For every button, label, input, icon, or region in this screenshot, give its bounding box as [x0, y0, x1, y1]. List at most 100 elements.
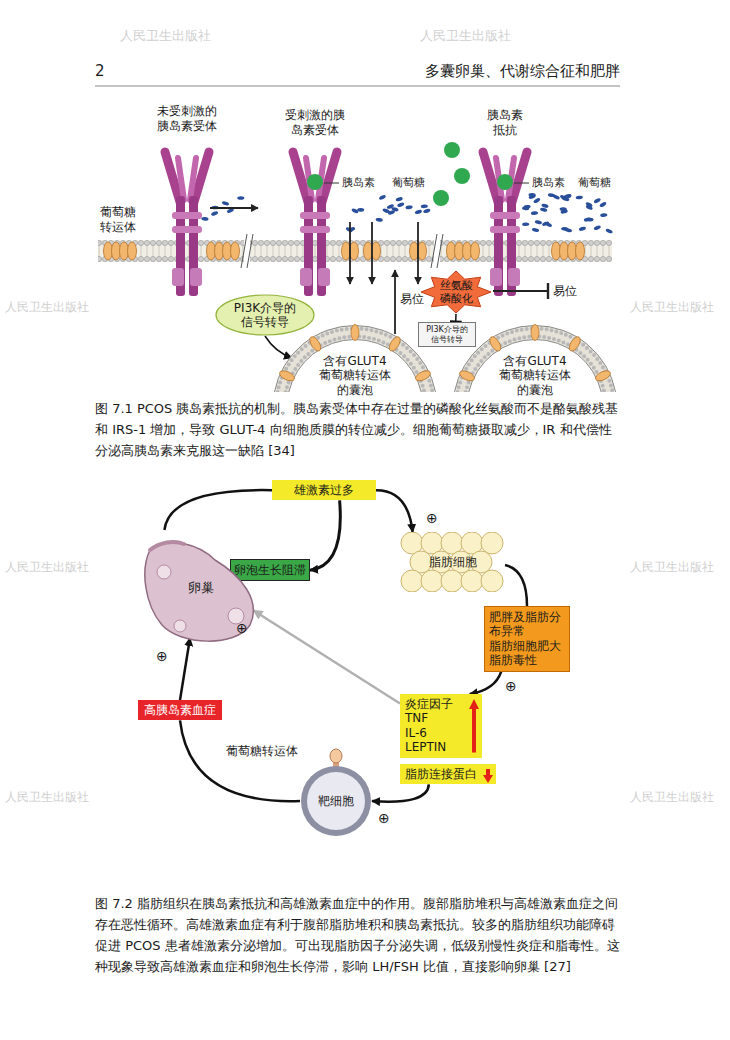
figure-path [150, 542, 184, 550]
process-label: 易位 [553, 284, 577, 299]
figure-line [514, 183, 529, 184]
adipocytes: 脂肪细胞 [400, 532, 505, 592]
figure-use [463, 242, 480, 260]
figure-ellipse [414, 369, 432, 383]
figure-circle [307, 772, 365, 830]
figure-use [165, 152, 209, 296]
plus-sign: ⊕ [156, 648, 168, 666]
figure-ellipse [211, 211, 219, 217]
node-text: LEPTIN [405, 740, 446, 754]
figure-ellipse [535, 220, 543, 225]
figure-rect [434, 234, 440, 268]
figure-ellipse [564, 194, 572, 199]
figure-ellipse [594, 369, 612, 383]
figure-caption: 图 7.1 PCOS 胰岛素抵抗的机制。胰岛素受体中存在过量的磷酸化丝氨酸而不是… [95, 398, 620, 461]
node-text: 脂肪细胞 [429, 555, 477, 569]
figure-ellipse [278, 369, 296, 383]
figure-ellipse [533, 197, 541, 204]
node-text: 脂肪细胞肥大 [489, 639, 565, 653]
node-text: PI3K介导的信号转导 [424, 325, 470, 344]
watermark: 人民卫生出版社 [5, 560, 89, 575]
figure-ellipse [565, 228, 573, 233]
figure-ellipse [330, 749, 342, 763]
figure-ellipse [548, 193, 556, 197]
figure-use [207, 242, 224, 260]
node-text: 肥胖及脂肪分布异常 [489, 610, 565, 639]
figure-ellipse [458, 369, 476, 383]
figure-ellipse [605, 228, 613, 234]
figure-circle [481, 532, 503, 554]
figure-ellipse [216, 295, 314, 335]
panel-label: 受刺激的胰岛素受体 [285, 108, 345, 138]
part-label: 胰岛素 [532, 176, 565, 190]
figure-ellipse [585, 204, 593, 210]
trend-arrow [483, 769, 493, 783]
figure-ellipse [600, 213, 607, 217]
connector [164, 490, 272, 530]
node-text: 卵泡生长阻滞 [234, 563, 306, 577]
connector [470, 672, 502, 694]
figure-ellipse [351, 208, 359, 214]
process-box: 肥胖及脂肪分布异常脂肪细胞肥大脂肪毒性 [484, 606, 570, 672]
part-label: 葡萄糖 [578, 176, 611, 190]
connector [372, 784, 429, 801]
panel-label: 胰岛素抵抗 [487, 108, 523, 138]
figure-ellipse [578, 226, 586, 231]
figure-use [293, 152, 337, 296]
figure-line [349, 222, 351, 284]
node-text: 雄激素过多 [294, 483, 354, 497]
figure-ellipse [421, 204, 428, 208]
flow-arrows [210, 208, 548, 334]
insulin-receptors [165, 152, 527, 296]
figure-use [223, 242, 240, 260]
node-text: 脂肪毒性 [489, 653, 565, 667]
glucose-molecules [201, 193, 613, 234]
phosphorylation-star: 丝氨酸磷酸化 [420, 270, 492, 314]
process-box: 高胰岛素血症 [138, 700, 222, 720]
figure-ellipse [351, 325, 359, 341]
watermark: 人民卫生出版社 [420, 28, 511, 44]
connector [180, 638, 190, 700]
watermark: 人民卫生出版社 [5, 300, 89, 315]
figure-ellipse [522, 222, 529, 226]
figure-ellipse [423, 208, 431, 213]
figure-ellipse [397, 202, 405, 208]
header-rule [95, 86, 620, 87]
figure-ellipse [541, 203, 549, 209]
connector [254, 611, 401, 704]
figure-ellipse [222, 201, 230, 207]
figure-circle [461, 570, 483, 592]
cell-membrane [98, 234, 612, 268]
transporter-icon [330, 749, 342, 767]
figure-use [483, 152, 527, 296]
figure-circle [481, 570, 503, 592]
figure-ellipse [357, 208, 364, 212]
trend-arrow [469, 699, 479, 753]
figure-use [552, 242, 569, 260]
figure-circle [157, 565, 171, 579]
node-text: 含有GLUT4葡萄糖转运体的囊泡 [498, 354, 572, 397]
figure-circle [421, 570, 443, 592]
figure-ellipse [593, 225, 601, 231]
node-text: PI3K介导的信号转导 [231, 301, 299, 330]
figure-circle [401, 570, 423, 592]
figure-ellipse [395, 196, 403, 202]
figure-ellipse [348, 226, 356, 231]
figure-ellipse [237, 196, 244, 200]
figure-polygon [421, 271, 491, 313]
node-text: 靶细胞 [318, 794, 354, 808]
part-label: 葡萄糖 [392, 176, 425, 190]
signal-ellipse: PI3K介导的信号转导 [215, 294, 315, 336]
connector [310, 500, 340, 570]
figure-circle [444, 142, 460, 158]
figure-ellipse [528, 194, 536, 200]
figure-line [210, 207, 258, 209]
figure-ellipse [599, 201, 607, 208]
node-text: 含有GLUT4葡萄糖转运体的囊泡 [318, 354, 392, 397]
watermark: 人民卫生出版社 [630, 790, 714, 805]
figure-rect [98, 240, 612, 262]
